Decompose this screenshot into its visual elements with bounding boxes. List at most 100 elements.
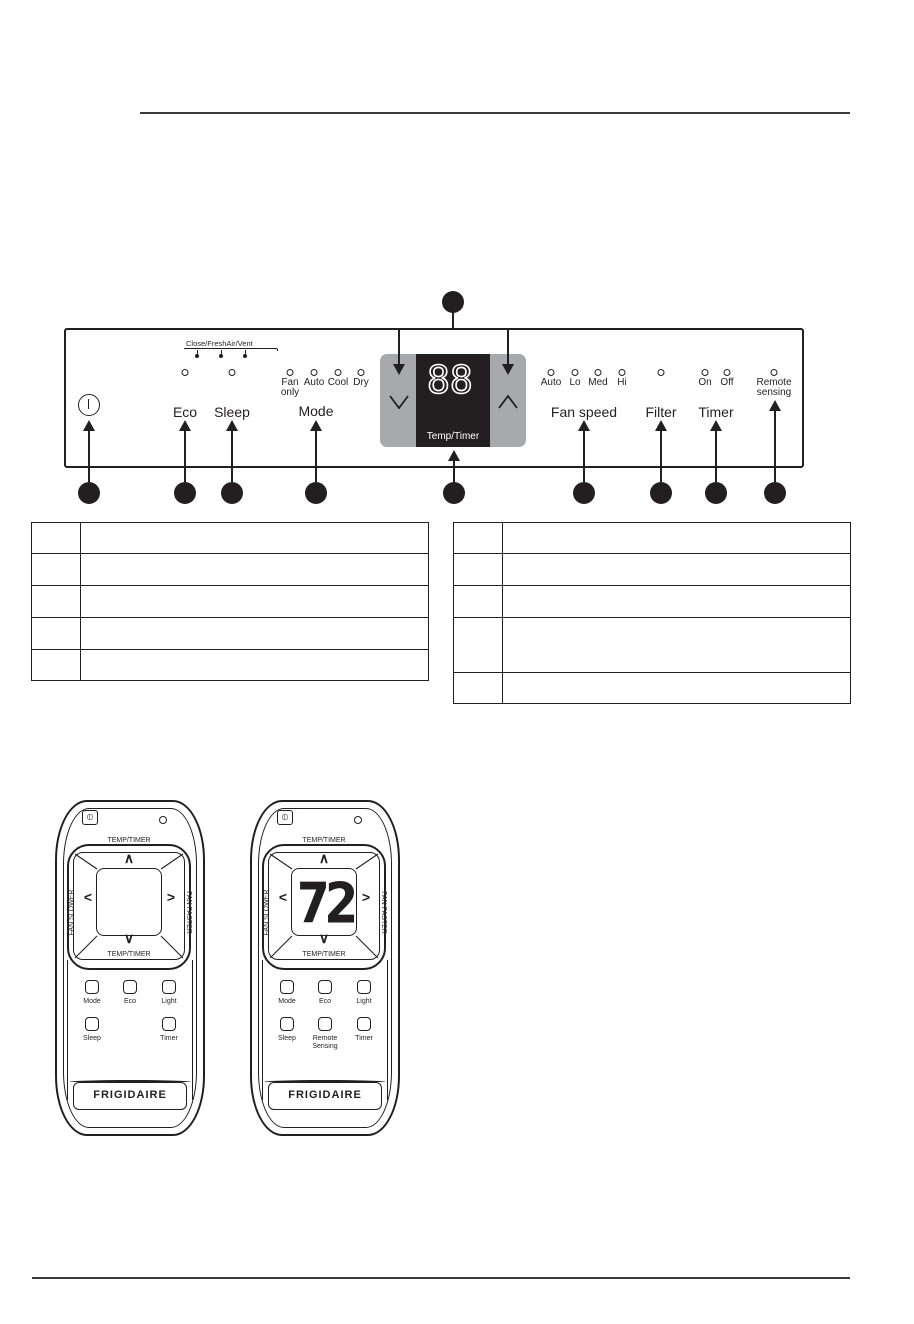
eco-key-label: Eco — [318, 998, 332, 1005]
table-row — [31, 553, 429, 586]
table-cell — [502, 553, 851, 586]
table-cell — [502, 672, 851, 704]
callout-marker — [221, 482, 243, 504]
pad-divider-lines — [74, 853, 184, 959]
callout-marker — [305, 482, 327, 504]
power-icon[interactable] — [78, 394, 100, 416]
down-chevron-icon[interactable] — [388, 392, 410, 412]
sleep-key-label: Sleep — [83, 1035, 101, 1042]
callout-marker — [573, 482, 595, 504]
fan-slower-icon[interactable]: < — [278, 889, 288, 905]
remote-sensing-label-line2: sensing — [756, 387, 792, 398]
table-row — [453, 617, 851, 673]
timer-key-label: Timer — [160, 1035, 178, 1042]
table-cell — [80, 553, 429, 586]
remote-power-button[interactable]: ⦶ — [277, 810, 293, 825]
sleep-key[interactable] — [85, 1017, 99, 1031]
callout-marker — [764, 482, 786, 504]
eco-button[interactable]: Eco — [172, 404, 198, 420]
arrow-head — [393, 364, 405, 375]
fan-slower-label: FAN SLOWER — [263, 889, 271, 936]
table-cell — [453, 617, 503, 673]
remote-inner-outline — [258, 808, 392, 1128]
light-key[interactable] — [357, 980, 371, 994]
vent-indicator-close — [195, 350, 199, 358]
eco-key[interactable] — [318, 980, 332, 994]
callout-leader — [453, 460, 455, 482]
table-cell — [80, 617, 429, 650]
temp-timer-label-top: TEMP/TIMER — [107, 837, 151, 844]
brand-logo: FRIGIDAIRE — [73, 1082, 187, 1110]
arrow-head — [83, 420, 95, 431]
callout-marker — [78, 482, 100, 504]
table-cell — [502, 585, 851, 618]
callout-leader — [184, 430, 186, 482]
mode-fan-only-label: only — [280, 387, 300, 398]
mode-button[interactable]: Mode — [298, 403, 334, 419]
table-cell — [80, 522, 429, 554]
callout-leader — [715, 430, 717, 482]
mode-fan-label: Fan — [281, 377, 299, 388]
temp-up-icon[interactable]: ∧ — [123, 850, 135, 866]
table-cell — [80, 585, 429, 618]
light-key-label: Light — [356, 998, 372, 1005]
callout-leader — [88, 430, 90, 482]
remote-sensing-key[interactable] — [318, 1017, 332, 1031]
callout-marker-top — [442, 291, 464, 313]
vent-indicator-vent — [243, 350, 247, 358]
table-row — [453, 672, 851, 704]
temp-up-icon[interactable]: ∧ — [318, 850, 330, 866]
remote-temperature-readout: 72 — [296, 872, 358, 936]
fan-slower-icon[interactable]: < — [83, 889, 93, 905]
mode-auto-label: Auto — [303, 377, 325, 388]
temp-down-icon[interactable]: ∨ — [318, 930, 330, 946]
arrow-head — [179, 420, 191, 431]
timer-key[interactable] — [162, 1017, 176, 1031]
filter-button[interactable]: Filter — [645, 404, 677, 420]
remote-power-button[interactable]: ⦶ — [82, 810, 98, 825]
light-key[interactable] — [162, 980, 176, 994]
arrow-head — [710, 420, 722, 431]
keypad-frame — [67, 960, 193, 1100]
up-chevron-icon[interactable] — [497, 392, 519, 412]
fan-faster-icon[interactable]: > — [166, 889, 176, 905]
footer-rule — [32, 1277, 850, 1279]
fan-faster-icon[interactable]: > — [361, 889, 371, 905]
timer-on-led — [701, 369, 709, 376]
callout-bracket — [398, 328, 508, 330]
mode-key[interactable] — [280, 980, 294, 994]
mode-cool-label: Cool — [327, 377, 349, 388]
fan-faster-label: FAN FASTER — [379, 891, 387, 934]
arrow-head — [655, 420, 667, 431]
temp-down-icon[interactable]: ∨ — [123, 930, 135, 946]
mode-key[interactable] — [85, 980, 99, 994]
sleep-button[interactable]: Sleep — [214, 404, 250, 420]
sleep-key[interactable] — [280, 1017, 294, 1031]
remote-inner-outline — [63, 808, 197, 1128]
fan-lo-led — [571, 369, 579, 376]
remote-display — [96, 868, 162, 936]
mode-fan-led — [286, 369, 294, 376]
header-rule — [140, 112, 850, 114]
ir-indicator-icon — [354, 816, 362, 824]
legend-table-right — [453, 522, 851, 704]
timer-button[interactable]: Timer — [698, 404, 734, 420]
fan-auto-led — [547, 369, 555, 376]
temp-timer-label-bottom: TEMP/TIMER — [107, 951, 151, 958]
filter-led — [657, 369, 665, 376]
table-cell — [31, 553, 81, 586]
mode-dry-led — [357, 369, 365, 376]
fan-med-led — [594, 369, 602, 376]
callout-marker — [705, 482, 727, 504]
fan-hi-led — [618, 369, 626, 376]
fan-speed-button[interactable]: Fan speed — [550, 404, 618, 420]
mode-key-label: Mode — [278, 998, 296, 1005]
timer-key[interactable] — [357, 1017, 371, 1031]
callout-leader — [398, 328, 400, 366]
table-cell — [453, 672, 503, 704]
eco-key[interactable] — [123, 980, 137, 994]
display-screen — [416, 354, 490, 447]
brand-arc — [69, 1080, 191, 1084]
table-cell — [31, 585, 81, 618]
callout-leader — [231, 430, 233, 482]
